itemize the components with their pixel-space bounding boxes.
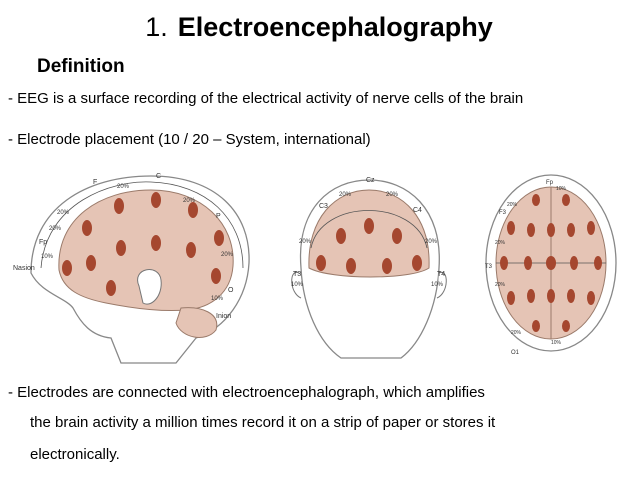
front-label-t4: T4 [437, 271, 445, 278]
side-pct-5: 20% [49, 226, 62, 232]
bullet-eeg-definition: - EEG is a surface recording of the elec… [8, 90, 524, 107]
side-label-inion: Inion [216, 313, 231, 320]
page-title: 1. Electroencephalography [0, 12, 638, 43]
top-pct-3: 20% [495, 240, 506, 246]
front-pct-1: 20% [339, 192, 352, 198]
front-label-cz: Cz [366, 177, 375, 184]
front-pct-6: 10% [431, 282, 444, 288]
top-label-f3: F3 [499, 210, 507, 216]
front-label-c3: C3 [319, 203, 328, 210]
front-view-head: Cz C3 C4 T3 T4 20% 20% 20% 20% 10% 10% [291, 177, 447, 359]
top-pct-5: 20% [511, 330, 522, 336]
side-label-fp: Fp [39, 239, 47, 246]
side-label-f: F [93, 179, 97, 186]
front-pct-2: 20% [386, 192, 399, 198]
side-view-head: F C P O Fp Nasion Inion 20% 20% 20% 20% … [13, 173, 250, 364]
title-number: 1. [145, 12, 168, 42]
side-label-o: O [228, 287, 234, 294]
bullet-continuation-2: electronically. [30, 446, 120, 463]
side-pct-7: 10% [211, 296, 224, 302]
section-heading: Definition [37, 56, 125, 77]
top-pct-1: 10% [556, 186, 567, 192]
top-label-t3: T3 [485, 264, 493, 270]
bullet-electrodes-connected: - Electrodes are connected with electroe… [8, 384, 485, 401]
front-label-t3: T3 [293, 271, 301, 278]
top-label-o1: O1 [511, 350, 520, 356]
side-pct-2: 20% [183, 198, 196, 204]
side-pct-3: 20% [57, 210, 70, 216]
front-pct-5: 10% [291, 282, 304, 288]
front-pct-4: 20% [425, 239, 438, 245]
top-pct-6: 10% [551, 340, 562, 346]
title-text: Electroencephalography [177, 12, 493, 42]
electrode-placement-diagram: F C P O Fp Nasion Inion 20% 20% 20% 20% … [13, 173, 617, 364]
side-pct-1: 20% [117, 184, 130, 190]
top-pct-2: 20% [507, 202, 518, 208]
front-label-c4: C4 [413, 207, 422, 214]
side-pct-4: 20% [221, 252, 234, 258]
top-view-head: Fp F3 T3 O1 10% 20% 20% 20% 20% 10% [485, 174, 617, 356]
side-label-p: P [216, 213, 221, 220]
side-pct-6: 10% [41, 254, 54, 260]
top-label-fp: Fp [546, 180, 554, 186]
side-label-nasion: Nasion [13, 265, 35, 272]
front-pct-3: 20% [299, 239, 312, 245]
bullet-continuation-1: the brain activity a million times recor… [30, 414, 496, 431]
side-label-c: C [156, 173, 161, 180]
top-pct-4: 20% [495, 282, 506, 288]
bullet-electrode-placement: - Electrode placement (10 / 20 – System,… [8, 131, 371, 148]
